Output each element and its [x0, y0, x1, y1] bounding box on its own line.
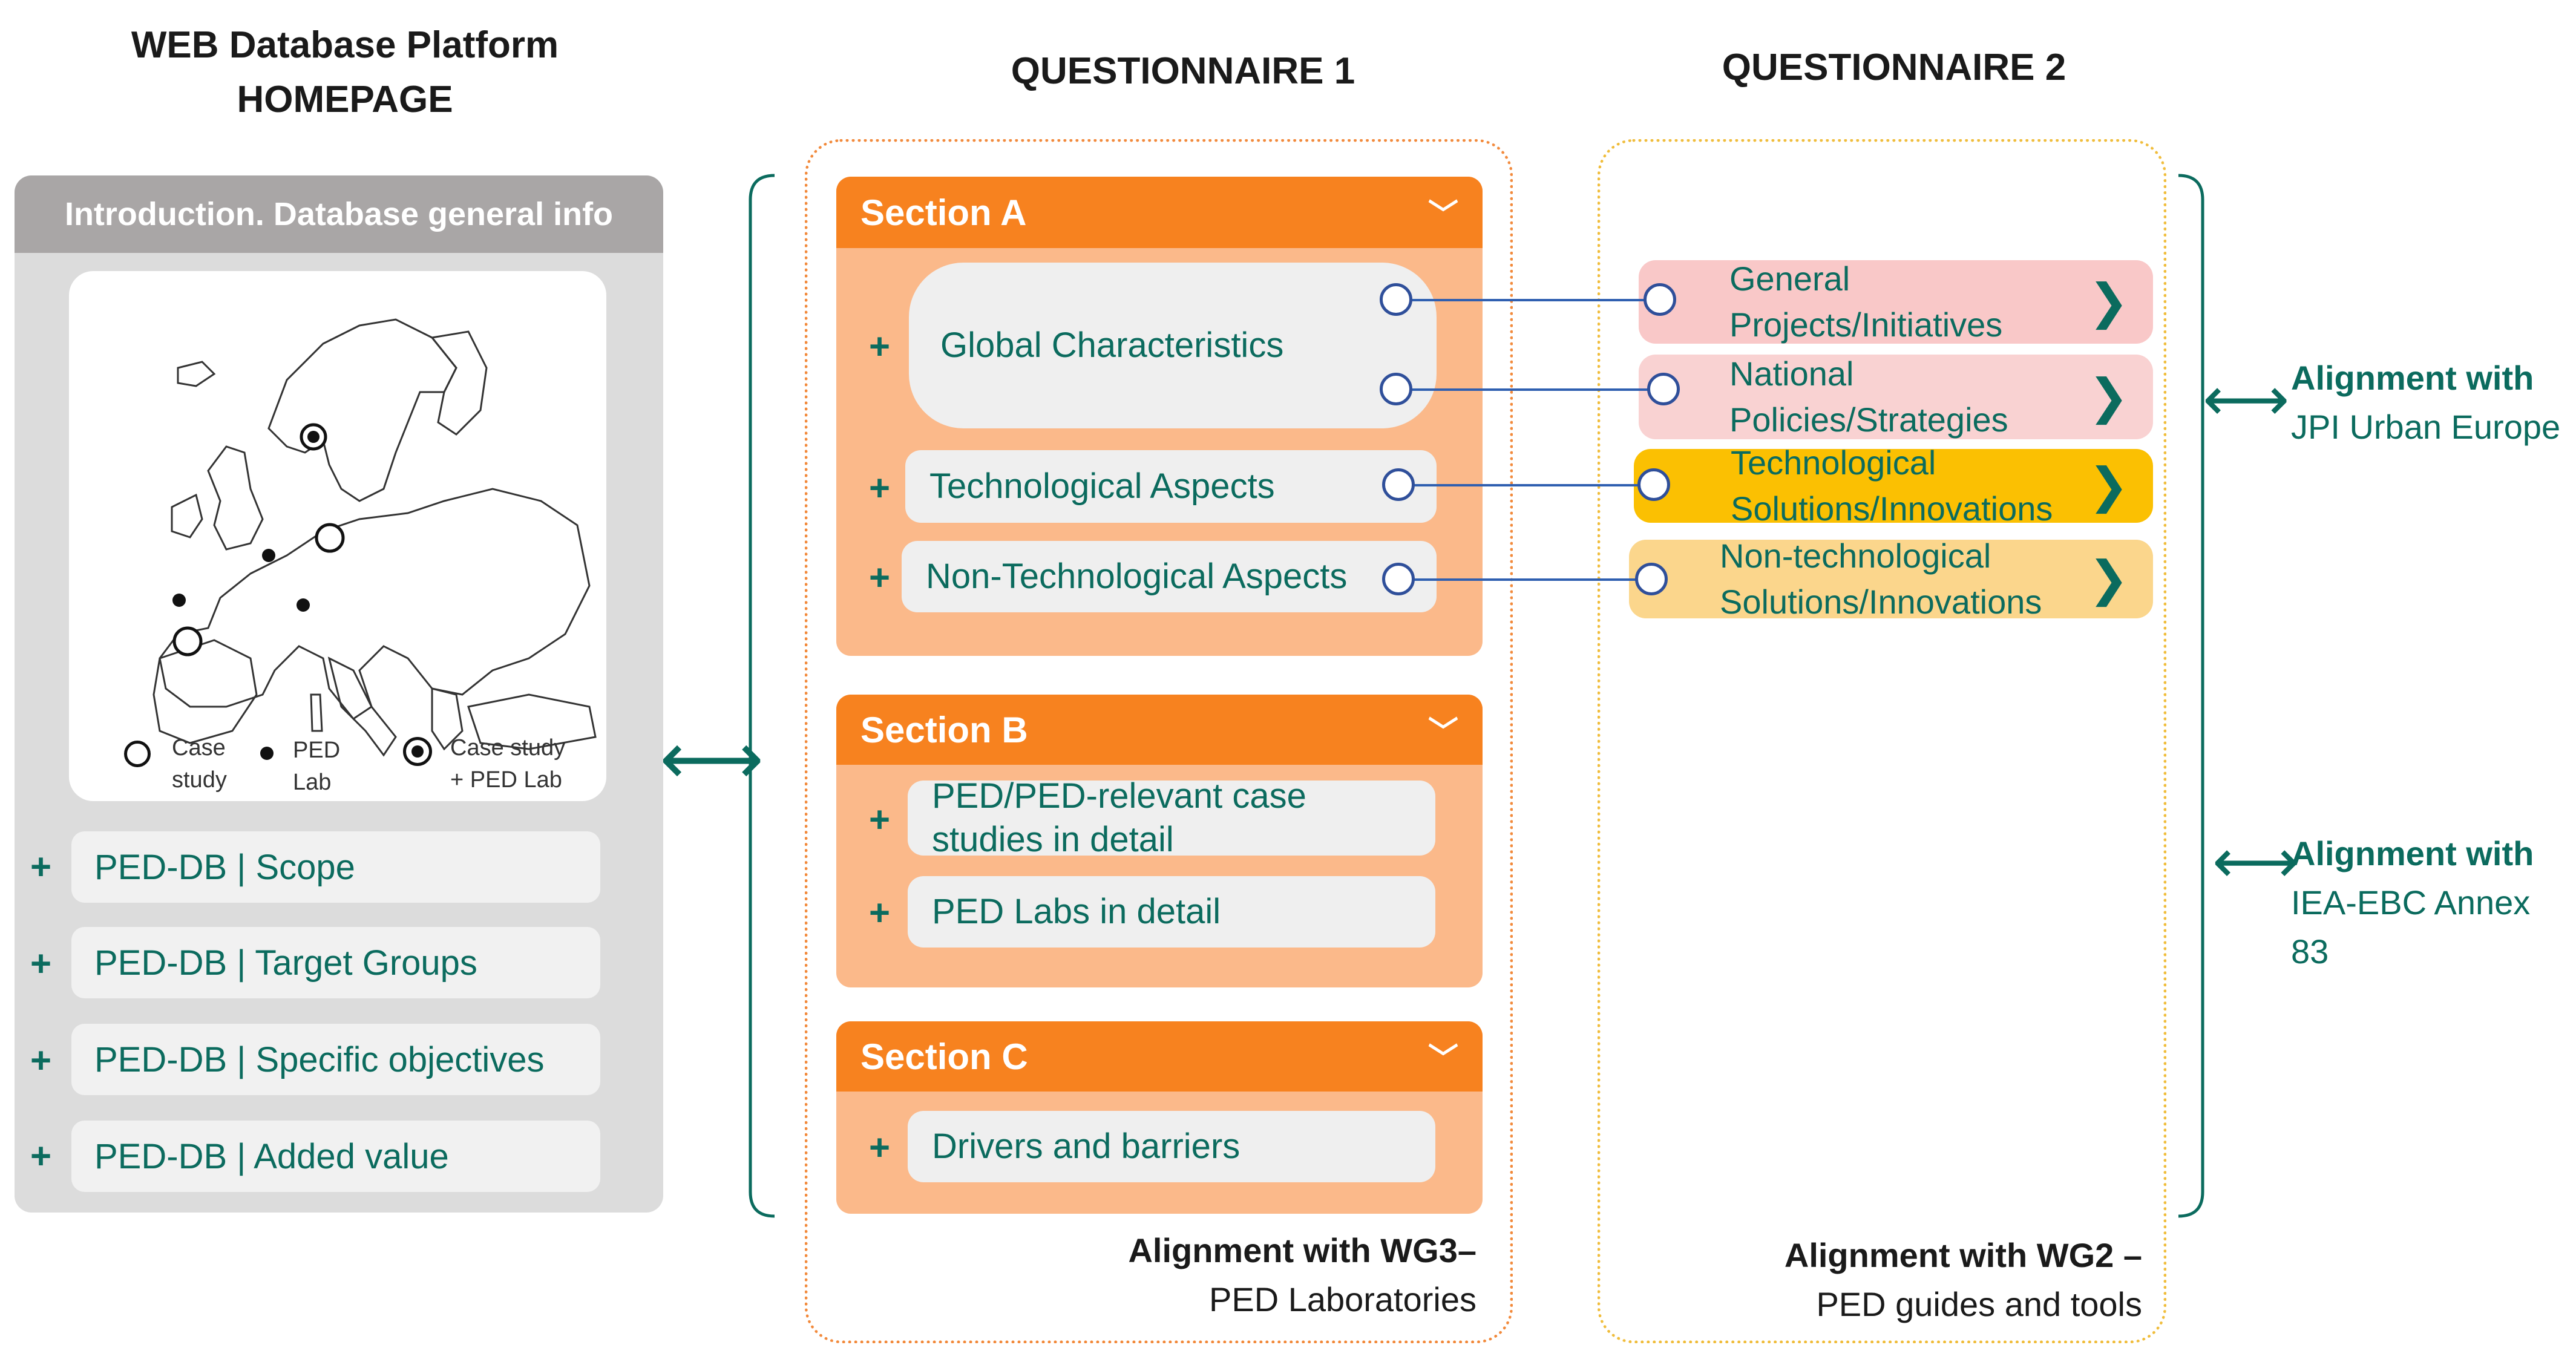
connector-node[interactable] [1644, 283, 1676, 316]
double-arrow-icon: ⟷ [2212, 828, 2299, 895]
homepage-title-line1: WEB Database Platform [131, 24, 559, 66]
connector-line [1412, 578, 1660, 581]
marker-ped-lab [297, 598, 310, 612]
section-c-title: Section C [860, 1036, 1028, 1077]
card-national-line2: Policies/Strategies [1729, 401, 2008, 439]
item-scope[interactable]: PED-DB | Scope [71, 831, 600, 903]
marker-case-study [315, 523, 345, 553]
expand-plus-icon[interactable]: + [869, 892, 891, 933]
connector-line [1412, 484, 1663, 486]
double-arrow-icon: ⟷ [660, 718, 764, 799]
left-bracket [749, 174, 775, 1218]
legend-ped-lab-symbol [260, 747, 274, 760]
connector-node[interactable] [1635, 563, 1668, 595]
chevron-right-icon[interactable]: ❯ [2088, 552, 2129, 606]
row-non-technological-aspects[interactable]: Non-Technological Aspects [902, 541, 1437, 612]
expand-plus-icon[interactable]: + [30, 943, 52, 984]
connector-node[interactable] [1380, 283, 1412, 316]
expand-plus-icon[interactable]: + [869, 468, 891, 508]
expand-plus-icon[interactable]: + [30, 1136, 52, 1176]
connector-line [1410, 388, 1664, 391]
intro-bar[interactable]: Introduction. Database general info [15, 175, 663, 253]
chevron-down-icon[interactable]: ﹀ [1428, 1042, 1458, 1076]
q1-alignment: Alignment with WG3– PED Laboratories [1029, 1226, 1476, 1324]
section-a-title: Section A [860, 192, 1027, 233]
row-technological-aspects[interactable]: Technological Aspects [905, 450, 1437, 523]
card-nontech-line2: Solutions/Innovations [1720, 583, 2042, 621]
chevron-right-icon[interactable]: ❯ [2088, 275, 2129, 329]
section-b-title: Section B [860, 709, 1028, 750]
q1-alignment-bold: Alignment with WG3– [1128, 1231, 1476, 1269]
chevron-down-icon[interactable]: ﹀ [1428, 715, 1458, 749]
connector-node[interactable] [1382, 563, 1415, 595]
card-general-projects[interactable]: General Projects/Initiatives ❯ [1639, 260, 2153, 344]
expand-plus-icon[interactable]: + [869, 1127, 891, 1168]
questionnaire-1-title: QUESTIONNAIRE 1 [1011, 50, 1355, 92]
expand-plus-icon[interactable]: + [869, 326, 891, 367]
legend-both-symbol [403, 737, 432, 766]
legend-case-study-label: Case study [172, 735, 227, 793]
legend-case-study-symbol [124, 741, 151, 767]
legend-ped-lab-label: PED Lab [293, 738, 341, 796]
chevron-right-icon[interactable]: ❯ [2088, 459, 2129, 512]
marker-case-study [172, 626, 203, 656]
homepage-title-line2: HOMEPAGE [237, 78, 453, 120]
section-a-header[interactable]: Section A ﹀ [836, 177, 1483, 248]
card-national-policies[interactable]: National Policies/Strategies ❯ [1639, 355, 2153, 439]
row-global-characteristics[interactable]: Global Characteristics [909, 263, 1437, 428]
legend-both-label: Case study + PED Lab [450, 735, 566, 793]
homepage-title: WEB Database Platform HOMEPAGE [24, 18, 666, 127]
alignment-iea: Alignment with IEA-EBC Annex 83 [2291, 829, 2569, 977]
europe-map [152, 318, 597, 757]
item-added-value[interactable]: PED-DB | Added value [71, 1121, 600, 1192]
row-case-studies-detail[interactable]: PED/PED-relevant case studies in detail [908, 776, 1435, 859]
q2-alignment-sub: PED guides and tools [1816, 1285, 2142, 1324]
expand-plus-icon[interactable]: + [869, 799, 891, 840]
q2-alignment: Alignment with WG2 – PED guides and tool… [1682, 1231, 2142, 1329]
item-specific-objectives[interactable]: PED-DB | Specific objectives [71, 1024, 600, 1095]
card-nontech-line1: Non-technological [1720, 537, 1991, 575]
questionnaire-2-frame [1598, 139, 2166, 1343]
questionnaire-2-title: QUESTIONNAIRE 2 [1722, 47, 2066, 88]
alignment-jpi-sub: JPI Urban Europe [2291, 408, 2561, 447]
expand-plus-icon[interactable]: + [30, 1040, 52, 1081]
card-general-line2: Projects/Initiatives [1729, 306, 2003, 344]
marker-ped-lab [172, 594, 186, 607]
row-case-studies-line1: PED/PED-relevant case [932, 776, 1306, 816]
card-general-line1: General [1729, 260, 1850, 298]
alignment-iea-bold: Alignment with [2291, 834, 2534, 872]
connector-node[interactable] [1382, 468, 1415, 501]
connector-line [1410, 299, 1664, 301]
q2-alignment-bold: Alignment with WG2 – [1784, 1236, 2142, 1274]
card-national-line1: National [1729, 355, 1854, 393]
card-tech-line1: Technological [1731, 444, 1936, 482]
right-bracket [2178, 174, 2204, 1218]
marker-ped-lab [262, 549, 275, 562]
alignment-iea-sub: IEA-EBC Annex 83 [2291, 883, 2531, 971]
alignment-jpi: Alignment with JPI Urban Europe [2291, 353, 2569, 451]
item-target-groups[interactable]: PED-DB | Target Groups [71, 927, 600, 998]
row-drivers-barriers[interactable]: Drivers and barriers [908, 1111, 1435, 1182]
questionnaire-1-frame [805, 139, 1513, 1343]
alignment-jpi-bold: Alignment with [2291, 359, 2534, 397]
double-arrow-icon: ⟷ [2203, 365, 2290, 433]
expand-plus-icon[interactable]: + [869, 557, 891, 598]
row-ped-labs-detail[interactable]: PED Labs in detail [908, 876, 1435, 948]
q1-alignment-sub: PED Laboratories [1208, 1280, 1476, 1319]
europe-map-box [69, 271, 606, 801]
connector-node[interactable] [1647, 373, 1680, 405]
card-non-technological-solutions[interactable]: Non-technological Solutions/Innovations … [1629, 537, 2153, 621]
chevron-right-icon[interactable]: ❯ [2088, 370, 2129, 424]
chevron-down-icon[interactable]: ﹀ [1428, 198, 1458, 232]
connector-node[interactable] [1637, 468, 1670, 501]
card-technological-solutions[interactable]: Technological Solutions/Innovations ❯ [1634, 444, 2153, 528]
expand-plus-icon[interactable]: + [30, 846, 52, 887]
section-b-header[interactable]: Section B ﹀ [836, 695, 1483, 765]
section-c-header[interactable]: Section C ﹀ [836, 1021, 1483, 1092]
card-tech-line2: Solutions/Innovations [1731, 489, 2053, 528]
connector-node[interactable] [1380, 373, 1412, 405]
row-case-studies-line2: studies in detail [932, 820, 1174, 859]
